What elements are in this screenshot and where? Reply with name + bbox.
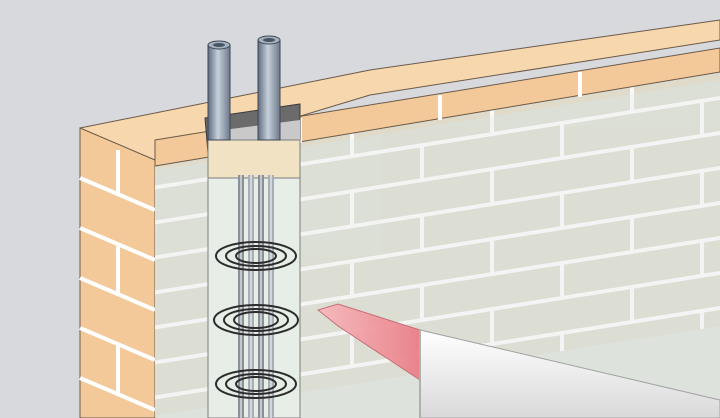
wall-left-mortar [79,150,156,412]
pipe-left [207,40,231,141]
sealant-coils [213,241,299,399]
caulking-gun [316,303,720,418]
cable-bundle [238,175,274,418]
vertical-chase-plug [207,139,301,179]
pipe-right [257,35,281,141]
